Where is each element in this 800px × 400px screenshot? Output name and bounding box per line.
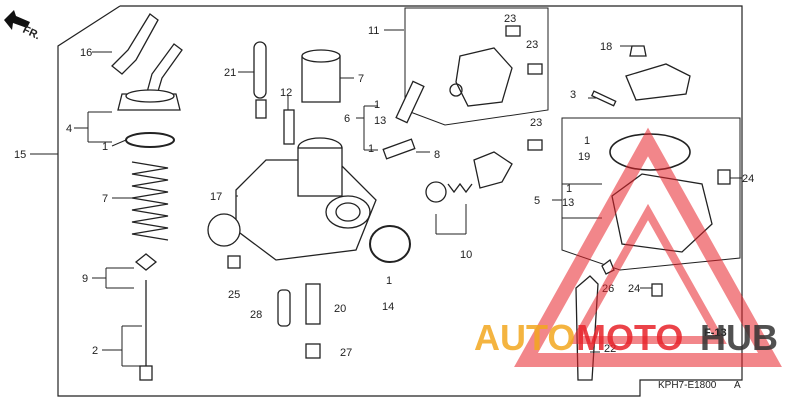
callout-22: 22	[604, 343, 616, 355]
bowl-screw-right-part	[717, 169, 731, 185]
boot-ring-part	[255, 99, 267, 119]
watermark-part-1: AUTO	[474, 317, 575, 358]
float-pin-part	[590, 90, 617, 107]
section-reference: F-13	[704, 327, 727, 339]
needle-holder-part	[139, 365, 153, 381]
vent-tube-part	[111, 13, 159, 75]
callout-1-screw: 1	[368, 143, 374, 155]
cap-gasket-part	[125, 132, 175, 148]
float-bowl-oring-part	[369, 225, 411, 263]
callout-24-right: 24	[742, 173, 754, 185]
solenoid-inset-box	[404, 7, 549, 126]
callout-15: 15	[14, 149, 26, 161]
watermark-triangle-icon	[514, 127, 782, 367]
assembly-frame	[57, 5, 743, 397]
throat-tube	[297, 147, 343, 197]
callout-20: 20	[334, 303, 346, 315]
sleeve-rim	[301, 49, 341, 63]
callout-11: 11	[368, 25, 379, 37]
diagram-code-suffix: A	[734, 380, 741, 391]
intake-bore	[335, 202, 361, 222]
pump-spring-part	[447, 182, 473, 194]
drain-screw-part	[227, 255, 241, 269]
callout-14: 14	[382, 301, 394, 313]
cap-nut-part	[629, 45, 647, 57]
callout-7-spring: 7	[102, 193, 108, 205]
callout-16: 16	[80, 47, 92, 59]
direction-label: FR.	[21, 24, 42, 42]
watermark-logo: AUTO MOTO HUB	[474, 317, 778, 358]
callout-2: 2	[92, 345, 98, 357]
pump-cover-part	[473, 151, 513, 189]
callout-23-upper: 23	[504, 13, 516, 25]
plate-screw-part	[527, 139, 543, 151]
callout-5: 5	[534, 195, 540, 207]
solenoid-screw-upper-part	[505, 25, 521, 37]
solenoid-valve-part	[455, 47, 513, 107]
callout-21: 21	[224, 67, 236, 79]
callout-18: 18	[600, 41, 612, 53]
callout-7-sleeve: 7	[358, 73, 364, 85]
callout-9: 9	[82, 273, 88, 285]
callout-13-valve: 13	[374, 115, 386, 127]
throttle-stop-part	[277, 289, 291, 327]
callout-1-bowl: 1	[566, 183, 572, 195]
diagram-code: KPH7-E1800	[658, 380, 717, 391]
callout-25: 25	[228, 289, 240, 301]
callout-1-cap: 1	[102, 141, 108, 153]
callout-8: 8	[434, 149, 440, 161]
front-arrow-icon	[4, 10, 30, 30]
callout-24-lower: 24	[628, 283, 640, 295]
callout-10: 10	[460, 249, 472, 261]
throttle-spring-part	[131, 161, 169, 241]
callout-3: 3	[570, 89, 576, 101]
needle-valve-part	[395, 80, 425, 124]
callout-17: 17	[210, 191, 222, 203]
cable-boot-part	[253, 41, 267, 99]
callout-1-gasket: 1	[584, 135, 590, 147]
solenoid-oring-part	[449, 83, 463, 97]
watermark-part-2: MOTO	[576, 317, 683, 358]
callout-23-lower: 23	[526, 39, 538, 51]
leader-lines	[30, 29, 742, 367]
sleeve-part	[301, 55, 341, 103]
callout-19: 19	[578, 151, 590, 163]
air-screw-part	[382, 138, 416, 160]
top-cap-rim	[125, 89, 175, 103]
callout-6: 6	[344, 113, 350, 125]
callout-1-oring: 1	[386, 275, 392, 287]
jet-needle-clip-part	[134, 253, 158, 271]
pump-diaphragm-part	[425, 181, 447, 203]
main-jet-part	[305, 283, 321, 325]
callout-23-plate: 23	[530, 117, 542, 129]
choke-cap-part	[207, 213, 241, 247]
float-cover-part	[625, 63, 691, 101]
slow-jet-part	[305, 343, 321, 359]
callout-12: 12	[280, 87, 292, 99]
callout-13-bowl: 13	[562, 197, 574, 209]
pilot-screw-part	[283, 109, 295, 145]
bowl-screw-lower-part	[651, 283, 663, 297]
watermark-part-3: HUB	[700, 317, 778, 358]
solenoid-screw-lower-part	[527, 63, 543, 75]
callout-4: 4	[66, 123, 72, 135]
callout-28: 28	[250, 309, 262, 321]
callout-1-valve: 1	[374, 99, 380, 111]
callout-27: 27	[340, 347, 352, 359]
